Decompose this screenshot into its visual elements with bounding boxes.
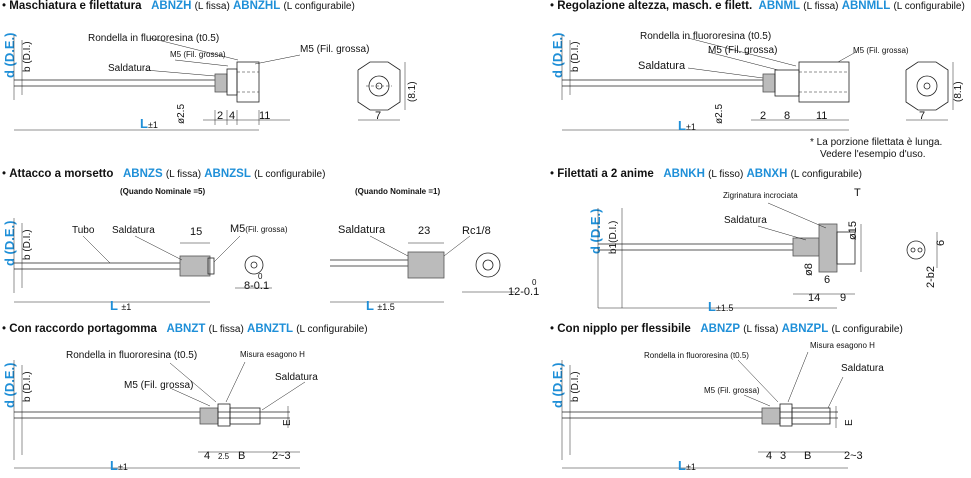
length-label-a: L ±1 bbox=[110, 298, 132, 313]
panel-title: • Maschiatura e filettatura ABNZH (L fis… bbox=[2, 0, 355, 12]
dim-12: 12-0.1 bbox=[508, 286, 540, 298]
m5-label-b: M5 (Fil. grossa) bbox=[853, 46, 909, 55]
dim-2b2: 2-b2 bbox=[925, 265, 937, 288]
dim-2-3: 2~3 bbox=[272, 450, 291, 462]
panel-abnzs: • Attacco a morsetto ABNZS (L fissa) ABN… bbox=[0, 168, 540, 318]
dim-15: 15 bbox=[190, 226, 203, 238]
note-line-1: * La porzione filettata è lunga. bbox=[810, 137, 943, 148]
dim-2-3: 2~3 bbox=[844, 450, 863, 462]
panel-abnml: • Regolazione altezza, masch. e filett. … bbox=[548, 0, 971, 160]
dim-7: 7 bbox=[919, 110, 926, 122]
dim-B: B bbox=[804, 450, 812, 462]
dim-E: E bbox=[844, 419, 855, 426]
dim-2: 2 bbox=[217, 110, 224, 122]
panel-title: • Attacco a morsetto ABNZS (L fissa) ABN… bbox=[2, 168, 326, 180]
weld-label: Saldatura bbox=[112, 225, 155, 236]
phi-label: ø2.5 bbox=[714, 103, 725, 124]
dim-6: 6 bbox=[824, 274, 831, 286]
phi-label: ø2.5 bbox=[176, 103, 187, 124]
dim-81: (8.1) bbox=[407, 81, 418, 102]
m5-label: M5(Fil. grossa) bbox=[230, 223, 288, 235]
panel-abnkh: • Filettati a 2 anime ABNKH (L fisso) AB… bbox=[548, 168, 971, 318]
drawing-abnzh bbox=[13, 35, 406, 131]
tube-label: Tubo bbox=[72, 225, 95, 236]
dim-2: 2 bbox=[760, 110, 767, 122]
drawing-abnzt bbox=[13, 360, 306, 469]
length-label-b: L ±1.5 bbox=[366, 298, 395, 313]
dim-phi8: ø8 bbox=[803, 263, 815, 276]
length-label: L±1 bbox=[140, 116, 158, 131]
weld-label: Saldatura bbox=[275, 372, 318, 383]
dim-B: B bbox=[238, 450, 246, 462]
panel-title: • Con nipplo per flessibile ABNZP (L fis… bbox=[550, 323, 903, 335]
length-label: L±1 bbox=[110, 458, 128, 473]
length-label: L±1 bbox=[678, 118, 696, 133]
dim-8: 8-0.1 bbox=[244, 280, 270, 292]
weld-label-2: Saldatura bbox=[338, 224, 386, 236]
m5-label-a: M5 (Fil. grossa) bbox=[708, 45, 778, 56]
weld-label: Saldatura bbox=[638, 60, 686, 72]
tol-b: 0 bbox=[532, 278, 537, 287]
weld-label: Saldatura bbox=[841, 363, 884, 374]
dim-81: (8.1) bbox=[953, 81, 964, 102]
hex-label: Misura esagono H bbox=[240, 350, 305, 359]
dim-9: 9 bbox=[840, 292, 847, 304]
knurl-label: Zigrinatura incrociata bbox=[723, 191, 798, 200]
dim-3: 3 bbox=[780, 450, 787, 462]
dim-6b: 6 bbox=[935, 239, 947, 246]
washer-label: Rondella in fluororesina (t0.5) bbox=[66, 350, 198, 361]
m5-label: M5 (Fil. grossa) bbox=[704, 386, 760, 395]
washer-label: Rondella in fluororesina (t0.5) bbox=[640, 31, 772, 42]
panel-abnzp: • Con nipplo per flessibile ABNZP (L fis… bbox=[548, 320, 971, 478]
dim-7: 7 bbox=[375, 110, 382, 122]
panel-title: • Con raccordo portagomma ABNZT (L fissa… bbox=[2, 323, 368, 335]
subtitle-nominal-1: (Quando Nominale =1) bbox=[355, 187, 441, 196]
panel-abnzh: • Maschiatura e filettatura ABNZH (L fis… bbox=[0, 0, 480, 160]
dim-8: 8 bbox=[784, 110, 791, 122]
dim-rc: Rc1/8 bbox=[462, 225, 491, 237]
drawing-abnml bbox=[561, 35, 954, 131]
drawing-abnzp bbox=[561, 351, 848, 469]
dim-14: 14 bbox=[808, 292, 821, 304]
drawing-abnzs bbox=[13, 218, 515, 303]
dim-25: 2.5 bbox=[218, 452, 230, 461]
length-label: L±1.5 bbox=[708, 299, 734, 314]
tol-a: 0 bbox=[258, 272, 263, 281]
m5-label: M5 (Fil. grossa) bbox=[124, 380, 194, 391]
hex-label: Misura esagono H bbox=[810, 341, 875, 350]
drawing-abnkh bbox=[597, 202, 938, 309]
panel-title: • Regolazione altezza, masch. e filett. … bbox=[550, 0, 965, 12]
dim-4: 4 bbox=[229, 110, 236, 122]
dim-phi15: ø15 bbox=[847, 221, 859, 240]
dim-4: 4 bbox=[766, 450, 773, 462]
m5-label-a: M5 (Fil. grossa) bbox=[170, 50, 226, 59]
dim-23: 23 bbox=[418, 225, 431, 237]
dim-4: 4 bbox=[204, 450, 211, 462]
dim-11: 11 bbox=[259, 110, 271, 122]
dim-11: 11 bbox=[816, 110, 828, 122]
subtitle-nominal-5: (Quando Nominale =5) bbox=[120, 187, 206, 196]
weld-label: Saldatura bbox=[108, 63, 151, 74]
note-line-2: Vedere l'esempio d'uso. bbox=[820, 149, 926, 160]
dim-E: E bbox=[282, 419, 293, 426]
panel-title: • Filettati a 2 anime ABNKH (L fisso) AB… bbox=[550, 168, 862, 180]
weld-label: Saldatura bbox=[724, 215, 767, 226]
washer-label: Rondella in fluororesina (t0.5) bbox=[644, 351, 749, 360]
panel-abnzt: • Con raccordo portagomma ABNZT (L fissa… bbox=[0, 320, 540, 478]
label-T: T bbox=[854, 187, 861, 199]
washer-label: Rondella in fluororesina (t0.5) bbox=[88, 33, 220, 44]
m5-label-b: M5 (Fil. grossa) bbox=[300, 44, 370, 55]
length-label: L±1 bbox=[678, 458, 696, 473]
